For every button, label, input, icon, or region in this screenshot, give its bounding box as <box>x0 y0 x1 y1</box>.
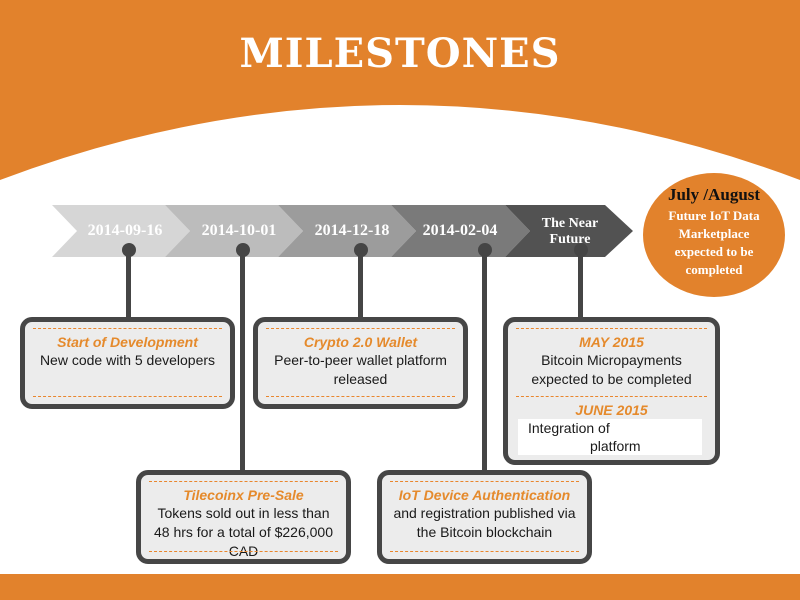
milestone-heading-may: MAY 2015 <box>579 334 644 350</box>
timeline-arrow-5 <box>505 205 633 257</box>
footer-band <box>0 574 800 600</box>
milestone-heading-june: JUNE 2015 <box>575 402 648 418</box>
future-circle-title: July /August <box>667 185 761 204</box>
timeline-label-2: 2014-10-01 <box>201 222 277 239</box>
connector-line-2 <box>240 248 245 474</box>
milestone-box-start: Start of Development New code with 5 dev… <box>20 317 235 409</box>
connector-dot-3 <box>354 243 368 257</box>
timeline-arrow-1 <box>52 205 190 257</box>
connector-dot-1 <box>122 243 136 257</box>
milestone-heading: IoT Device Authentication <box>398 487 571 503</box>
dash-divider <box>149 551 338 552</box>
june-text-panel: Integration of platform <box>518 419 702 455</box>
future-circle: July /August Future IoT Data Marketplace… <box>643 173 785 297</box>
dash-divider <box>266 328 455 329</box>
milestone-body-june-line1: Integration of <box>528 420 610 436</box>
dash-divider <box>516 396 707 397</box>
timeline-label-3: 2014-12-18 <box>314 222 390 239</box>
milestone-box-iot: IoT Device Authentication and registrati… <box>377 470 592 564</box>
timeline-arrow-3 <box>278 205 416 257</box>
milestone-body: Tokens sold out in less than 48 hrs for … <box>153 505 333 559</box>
timeline-label-5: The Near Future <box>541 216 599 247</box>
dash-divider <box>33 328 222 329</box>
page-title: MILESTONES <box>239 30 561 77</box>
dash-divider <box>390 551 579 552</box>
connector-line-4 <box>482 248 487 474</box>
timeline-label-4: 2014-02-04 <box>422 222 498 239</box>
timeline-arrow-4 <box>391 205 530 257</box>
milestone-heading: Crypto 2.0 Wallet <box>303 334 418 350</box>
future-circle-body: Future IoT Data Marketplace expected to … <box>668 208 760 277</box>
milestone-box-future: MAY 2015 Bitcoin Micropayments expected … <box>503 317 720 465</box>
connector-dot-4 <box>478 243 492 257</box>
connector-line-5 <box>578 248 583 322</box>
dash-divider <box>516 328 707 329</box>
milestone-box-wallet: Crypto 2.0 Wallet Peer-to-peer wallet pl… <box>253 317 468 409</box>
connector-line-1 <box>126 248 131 322</box>
milestone-body: Peer-to-peer wallet platform released <box>274 352 447 387</box>
timeline-arrow-2 <box>165 205 303 257</box>
milestone-heading: Tilecoinx Pre-Sale <box>183 487 304 503</box>
connector-dot-2 <box>236 243 250 257</box>
dash-divider <box>266 396 455 397</box>
dash-divider <box>149 481 338 482</box>
milestone-heading: Start of Development <box>57 334 198 350</box>
milestone-box-presale: Tilecoinx Pre-Sale Tokens sold out in le… <box>136 470 351 564</box>
milestone-body-may: Bitcoin Micropayments expected to be com… <box>531 352 692 387</box>
timeline-label-1: 2014-09-16 <box>87 222 163 239</box>
milestone-body: and registration published via the Bitco… <box>393 505 576 540</box>
header-band <box>0 0 800 180</box>
connector-dot-5 <box>574 243 588 257</box>
dash-divider <box>33 396 222 397</box>
milestone-body: New code with 5 developers <box>39 352 216 368</box>
connector-line-3 <box>358 248 363 322</box>
milestone-body-june-line2: platform <box>590 438 641 454</box>
dash-divider <box>390 481 579 482</box>
